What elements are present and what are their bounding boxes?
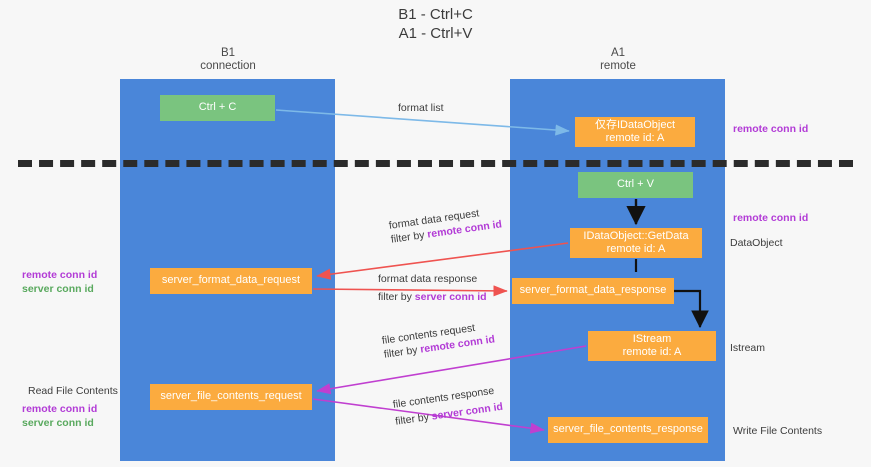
annotation-right-istream: Istream <box>730 342 766 354</box>
node-ctrl-c[interactable]: Ctrl + C <box>160 95 275 121</box>
node-ctrl-c-label: Ctrl + C <box>198 101 237 114</box>
annotation-right-remote-conn-id-1: remote conn id <box>733 123 809 135</box>
node-server-format-data-response[interactable]: server_format_data_response <box>512 278 674 304</box>
annotation-right-write-file-contents: Write File Contents <box>733 425 823 437</box>
lane-header-a1-subtitle: remote <box>600 60 636 72</box>
phase-divider <box>18 160 853 167</box>
node-get-data[interactable]: IDataObject::GetData remote id: A <box>570 228 702 258</box>
filter-prefix: filter by <box>390 228 429 246</box>
lane-header-b1-subtitle: connection <box>200 60 256 72</box>
node-server-format-data-response-label: server_format_data_response <box>519 284 667 297</box>
filter-key-server-conn-id: server conn id <box>414 291 487 303</box>
node-get-data-line2: remote id: A <box>606 243 666 255</box>
lane-header-a1: A1 remote <box>538 47 698 73</box>
title-line-2: A1 - Ctrl+V <box>398 25 473 42</box>
filter-prefix: filter by <box>394 410 433 428</box>
annotation-left-remote-conn-id-2: remote conn id <box>22 403 98 415</box>
annotation-right-remote-conn-id-2: remote conn id <box>733 212 809 224</box>
edge-label-format-list: format list <box>398 101 444 115</box>
annotation-left-conn-ids-2: remote conn id server conn id <box>22 402 97 430</box>
annotation-left-conn-ids-1: remote conn id server conn id <box>22 268 97 296</box>
title-line-1: B1 - Ctrl+C <box>398 6 473 23</box>
node-get-data-line1: IDataObject::GetData <box>583 229 689 242</box>
annotation-left-server-conn-id-1: server conn id <box>22 283 94 295</box>
node-data-object[interactable]: 仅存IDataObject remote id: A <box>575 117 695 147</box>
filter-prefix: filter by <box>383 343 422 361</box>
edge-label-format-data-request: format data request filter by remote con… <box>388 203 503 246</box>
lane-header-a1-title: A1 <box>610 47 626 59</box>
filter-prefix: filter by <box>378 291 415 303</box>
node-istream[interactable]: IStream remote id: A <box>588 331 716 361</box>
annotation-right-dataobject: DataObject <box>730 237 783 249</box>
annotation-left-server-conn-id-2: server conn id <box>22 417 94 429</box>
node-data-object-line2: remote id: A <box>605 132 665 144</box>
edge-label-format-list-line1: format list <box>398 102 444 114</box>
node-server-file-contents-request[interactable]: server_file_contents_request <box>150 384 312 410</box>
edge-label-file-contents-request: file contents request filter by remote c… <box>381 318 496 361</box>
lane-header-b1: B1 connection <box>148 47 308 73</box>
annotation-left-read-file-contents: Read File Contents <box>28 385 118 397</box>
node-istream-line2: remote id: A <box>622 346 682 358</box>
node-server-file-contents-response[interactable]: server_file_contents_response <box>548 417 708 443</box>
node-server-file-contents-request-label: server_file_contents_request <box>160 390 302 403</box>
node-server-format-data-request[interactable]: server_format_data_request <box>150 268 312 294</box>
annotation-left-remote-conn-id-1: remote conn id <box>22 269 98 281</box>
lane-header-b1-title: B1 <box>220 47 236 59</box>
node-server-file-contents-response-label: server_file_contents_response <box>553 423 703 436</box>
node-ctrl-v-label: Ctrl + V <box>617 178 654 191</box>
edge-label-format-data-response-line1: format data response <box>378 273 478 285</box>
page-title: B1 - Ctrl+C A1 - Ctrl+V <box>0 5 871 43</box>
node-ctrl-v[interactable]: Ctrl + V <box>578 172 693 198</box>
node-server-format-data-request-label: server_format_data_request <box>161 274 301 287</box>
edge-label-format-data-response-filter: filter by server conn id <box>378 290 487 304</box>
edge-label-file-contents-response: file contents response filter by server … <box>392 383 504 429</box>
node-data-object-line1: 仅存IDataObject <box>594 118 676 131</box>
node-istream-line1: IStream <box>632 332 672 345</box>
edge-label-format-data-response: format data response filter by server co… <box>378 272 487 304</box>
